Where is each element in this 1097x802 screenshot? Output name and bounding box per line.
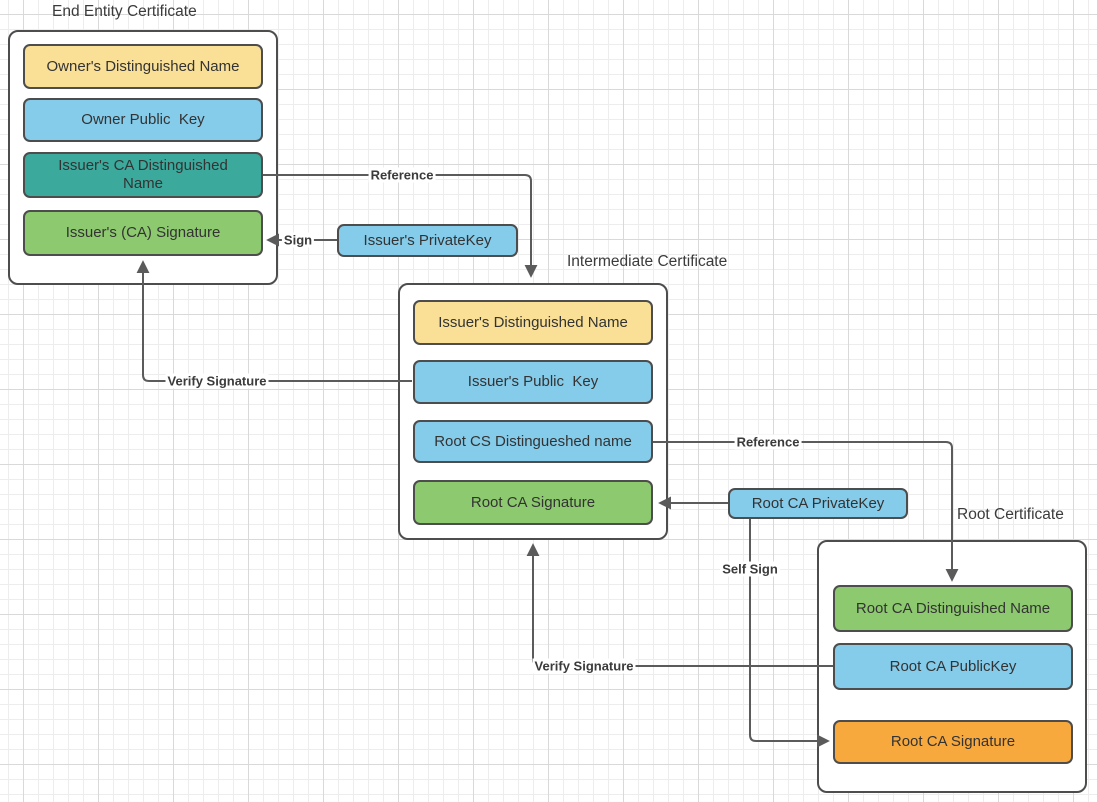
root-ca-private-key-box: Root CA PrivateKey: [728, 488, 908, 519]
label-reference-root: Reference: [734, 434, 802, 450]
root-field-root-ca-public-key: Root CA PublicKey: [833, 643, 1073, 690]
label-verify-signature-end: Verify Signature: [165, 373, 269, 389]
end-entity-field-issuers-ca-signature: Issuer's (CA) Signature: [23, 210, 263, 256]
intermediate-field-issuers-distinguished-name: Issuer's Distinguished Name: [413, 300, 653, 345]
end-entity-field-owners-distinguished-name: Owner's Distinguished Name: [23, 44, 263, 89]
root-field-root-ca-distinguished-name: Root CA Distinguished Name: [833, 585, 1073, 632]
label-verify-signature-root: Verify Signature: [532, 658, 636, 674]
label-sign: Sign: [281, 232, 315, 248]
connector-self-sign: [749, 519, 830, 748]
intermediate-field-issuers-public-key: Issuer's Public Key: [413, 360, 653, 404]
connector-verify-signature-root: [526, 543, 833, 667]
end-entity-field-issuers-ca-distinguished-name: Issuer's CA Distinguished Name: [23, 152, 263, 198]
label-reference-end: Reference: [368, 167, 436, 183]
label-self-sign: Self Sign: [720, 561, 780, 577]
root-field-root-ca-signature: Root CA Signature: [833, 720, 1073, 764]
end-entity-field-owner-public-key: Owner Public Key: [23, 98, 263, 142]
end-entity-certificate-title: End Entity Certificate: [52, 3, 197, 20]
root-certificate-title: Root Certificate: [957, 506, 1064, 523]
intermediate-field-root-cs-distingueshed-name: Root CS Distingueshed name: [413, 420, 653, 463]
issuers-private-key-box: Issuer's PrivateKey: [337, 224, 518, 257]
intermediate-certificate-title: Intermediate Certificate: [567, 253, 728, 270]
intermediate-field-root-ca-signature: Root CA Signature: [413, 480, 653, 525]
